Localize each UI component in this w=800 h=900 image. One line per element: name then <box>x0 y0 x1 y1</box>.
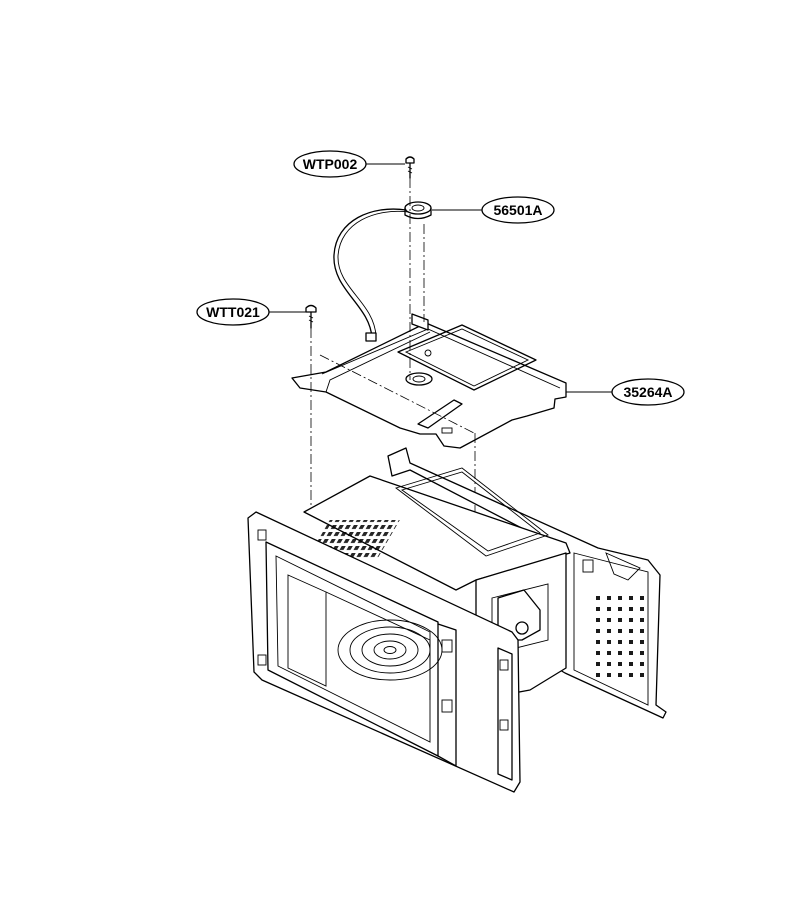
callout-wtp002[interactable]: WTP002 <box>293 150 405 178</box>
side-vent-holes <box>590 590 644 678</box>
callout-35264a-label: 35264A <box>623 384 672 400</box>
callout-56501a-label: 56501A <box>493 202 542 218</box>
callout-wtt021-label: WTT021 <box>206 304 260 320</box>
callout-wtt021[interactable]: WTT021 <box>196 298 306 326</box>
callout-56501a[interactable]: 56501A <box>432 196 555 224</box>
screw-wtp002 <box>405 156 415 179</box>
thermostat-sensor-56501a <box>333 201 432 342</box>
callout-wtp002-label: WTP002 <box>303 156 358 172</box>
oven-cavity-assembly <box>247 447 667 793</box>
screw-wtt021 <box>305 304 317 329</box>
turntable-floor <box>337 619 443 681</box>
top-bracket-35264a <box>291 313 567 449</box>
alignment-lines <box>310 178 476 575</box>
callout-35264a[interactable]: 35264A <box>565 378 685 406</box>
